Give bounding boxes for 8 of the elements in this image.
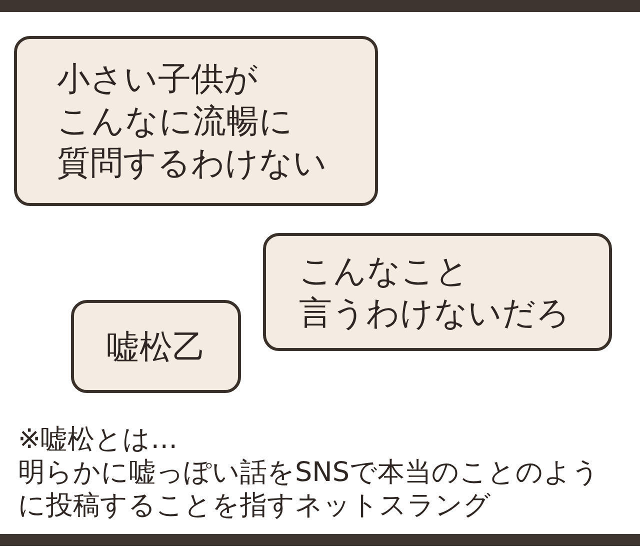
speech-box	[263, 233, 612, 351]
speech-text: こんなこと言うわけないだろ	[299, 250, 571, 334]
note-heading: ※嘘松とは…	[18, 423, 178, 456]
speech-box	[71, 300, 241, 393]
speech-box	[14, 36, 378, 206]
note-text: 明らかに嘘っぽい話をSNSで本当のことのように投稿することを指すネットスラング	[18, 456, 600, 522]
speech-text: 小さい子供がこんなに流暢に質問するわけない	[57, 58, 328, 184]
speech-text: 嘘松乙	[106, 326, 206, 368]
